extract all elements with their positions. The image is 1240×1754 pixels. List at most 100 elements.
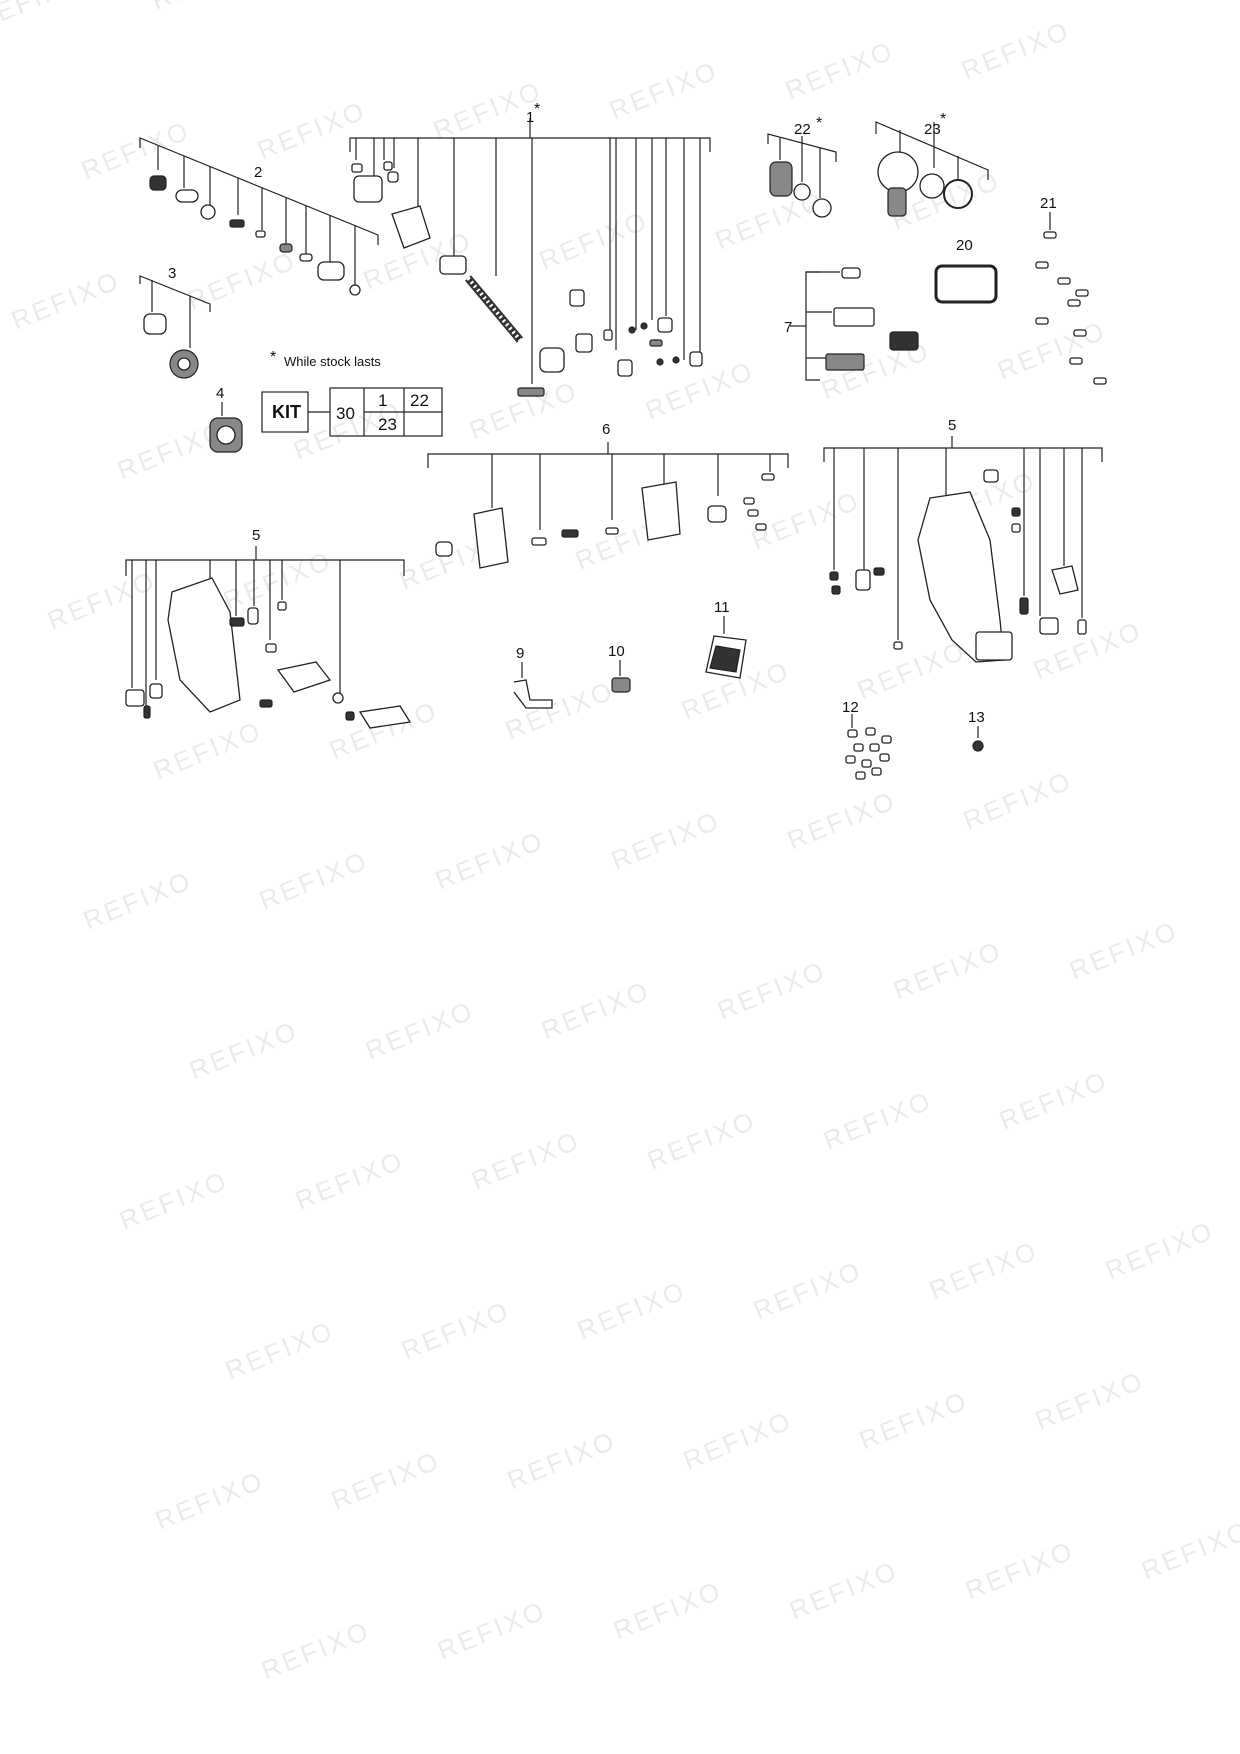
watermark-text: REFIXO bbox=[77, 115, 195, 186]
watermark-text: REFIXO bbox=[889, 935, 1007, 1006]
svg-text:While stock lasts: While stock lasts bbox=[284, 354, 381, 369]
part-group-23: 23 * bbox=[875, 111, 989, 217]
kit-cell-2: 22 bbox=[410, 391, 429, 410]
part-group-4: 4 bbox=[209, 385, 243, 453]
watermark-text: REFIXO bbox=[535, 205, 653, 276]
watermark-text: REFIXO bbox=[257, 1615, 375, 1686]
watermark-text: REFIXO bbox=[115, 1165, 233, 1236]
watermark-text: REFIXO bbox=[253, 95, 371, 166]
watermark-text: REFIXO bbox=[853, 635, 971, 706]
callout-13: 13 bbox=[968, 709, 985, 726]
watermark-text: REFIXO bbox=[925, 1235, 1043, 1306]
watermark-text: REFIXO bbox=[749, 1255, 867, 1326]
part-group-12: 12 bbox=[842, 699, 892, 780]
watermark-text: REFIXO bbox=[433, 1595, 551, 1666]
callout-10: 10 bbox=[608, 643, 625, 660]
watermark-text: REFIXO bbox=[995, 1065, 1113, 1136]
watermark-text: REFIXO bbox=[467, 1125, 585, 1196]
watermark-text: REFIXO bbox=[1101, 1215, 1219, 1286]
callout-21: 21 bbox=[1040, 195, 1057, 212]
watermark-text: REFIXO bbox=[713, 955, 831, 1026]
callout-11: 11 bbox=[714, 599, 730, 616]
callout-22: 22 bbox=[794, 121, 811, 138]
watermark-text: REFIXO bbox=[993, 315, 1111, 386]
watermark-text: REFIXO bbox=[783, 785, 901, 856]
watermark-text: REFIXO bbox=[291, 1145, 409, 1216]
availability-note: * While stock lasts bbox=[270, 349, 381, 369]
part-group-5-right: 5 bbox=[823, 417, 1103, 663]
watermark-text: REFIXO bbox=[785, 1555, 903, 1626]
watermark-text: REFIXO bbox=[151, 1465, 269, 1536]
watermark-text: REFIXO bbox=[1031, 1365, 1149, 1436]
callout-9: 9 bbox=[516, 645, 524, 662]
watermark-text: REFIXO bbox=[185, 1015, 303, 1086]
watermark-text: REFIXO bbox=[605, 55, 723, 126]
part-group-13: 13 bbox=[968, 709, 985, 752]
watermark-text: REFIXO bbox=[537, 975, 655, 1046]
watermark-text: REFIXO bbox=[679, 1405, 797, 1476]
kit-cell-1: 1 bbox=[378, 391, 387, 410]
callout-23: 23 bbox=[924, 121, 941, 138]
part-group-1: 1 * bbox=[349, 101, 711, 397]
callout-2: 2 bbox=[254, 164, 262, 181]
watermark-text: REFIXO bbox=[643, 1105, 761, 1176]
watermark-text: REFIXO bbox=[431, 825, 549, 896]
callout-7: 7 bbox=[784, 319, 792, 336]
kit-title: KIT bbox=[272, 402, 301, 422]
part-group-6: 6 bbox=[427, 421, 789, 569]
callout-6: 6 bbox=[602, 421, 610, 438]
star-22: * bbox=[816, 115, 822, 132]
svg-text:*: * bbox=[270, 349, 276, 366]
kit-number: 30 bbox=[336, 404, 355, 423]
watermark-text: REFIXO bbox=[397, 1295, 515, 1366]
watermark-text: REFIXO bbox=[7, 265, 125, 336]
watermark-text: REFIXO bbox=[79, 865, 197, 936]
watermark-text: REFIXO bbox=[149, 715, 267, 786]
part-group-21: 21 bbox=[1035, 195, 1107, 385]
part-group-7: 7 bbox=[784, 267, 919, 381]
watermark-text: REFIXO bbox=[959, 765, 1077, 836]
watermark-text: REFIXO bbox=[183, 245, 301, 316]
watermark-text: REFIXO bbox=[855, 1385, 973, 1456]
watermark-layer: REFIXO REFIXO REFIXO REFIXO REFIXO REFIXO REFI… bbox=[0, 0, 1240, 1686]
part-group-10: 10 bbox=[608, 643, 631, 693]
watermark-text: REFIXO bbox=[361, 995, 479, 1066]
watermark-text: REFIXO bbox=[0, 0, 89, 36]
part-group-3: 3 bbox=[139, 265, 211, 379]
callout-12: 12 bbox=[842, 699, 859, 716]
kit-table: KIT 30 1 22 23 bbox=[261, 387, 443, 437]
callout-3: 3 bbox=[168, 265, 176, 282]
kit-cell-3: 23 bbox=[378, 415, 397, 434]
watermark-text: REFIXO bbox=[819, 1085, 937, 1156]
watermark-text: REFIXO bbox=[957, 15, 1075, 86]
part-group-5-left: 5 bbox=[125, 527, 412, 729]
watermark-text: REFIXO bbox=[43, 565, 161, 636]
watermark-text: REFIXO bbox=[607, 805, 725, 876]
watermark-text: REFIXO bbox=[327, 1445, 445, 1516]
callout-5-left: 5 bbox=[252, 527, 260, 544]
watermark-text: REFIXO bbox=[1065, 915, 1183, 986]
watermark-text: REFIXO bbox=[255, 845, 373, 916]
part-group-2: 2 bbox=[139, 137, 379, 296]
part-group-22: 22 * bbox=[767, 115, 837, 218]
watermark-text: REFIXO bbox=[465, 375, 583, 446]
watermark-text: REFIXO bbox=[221, 1315, 339, 1386]
callout-1: 1 bbox=[526, 109, 534, 126]
watermark-text: REFIXO bbox=[961, 1535, 1079, 1606]
watermark-text: REFIXO bbox=[325, 695, 443, 766]
callout-20: 20 bbox=[956, 237, 973, 254]
watermark-text: REFIXO bbox=[147, 0, 265, 16]
watermark-text: REFIXO bbox=[503, 1425, 621, 1496]
part-group-20: 20 bbox=[934, 237, 998, 304]
callout-4: 4 bbox=[216, 385, 224, 402]
star-1: * bbox=[534, 101, 540, 118]
watermark-text: REFIXO bbox=[609, 1575, 727, 1646]
part-group-11: 11 bbox=[705, 599, 747, 679]
watermark-text: REFIXO bbox=[747, 485, 865, 556]
watermark-text: REFIXO bbox=[573, 1275, 691, 1346]
watermark-text: REFIXO bbox=[1137, 1515, 1240, 1586]
callout-5-right: 5 bbox=[948, 417, 956, 434]
watermark-text: REFIXO bbox=[781, 35, 899, 106]
star-23: * bbox=[940, 111, 946, 128]
